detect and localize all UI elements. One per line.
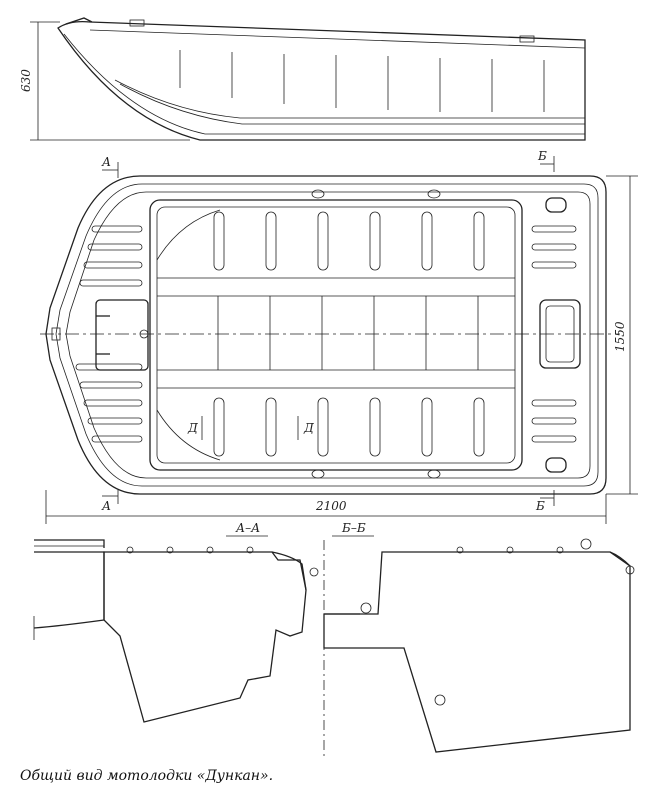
section-bb: Б–Б (323, 521, 635, 760)
section-aa: А–А (33, 521, 319, 723)
height-dimension: 630 (19, 69, 33, 92)
section-marker-a-bottom: А (101, 499, 111, 513)
section-marker-b-top: Б (537, 149, 547, 163)
section-marker-b-bottom: Б (535, 499, 545, 513)
section-marker-d-right: Д (303, 421, 314, 435)
width-dimension: 1550 (613, 321, 627, 352)
length-dimension: 2100 (315, 499, 347, 513)
side-view: 630 (19, 17, 586, 141)
section-title-bb: Б–Б (341, 521, 366, 535)
section-marker-a-top: А (101, 155, 111, 169)
figure-caption: Общий вид мотолодки «Дункан». (20, 768, 274, 784)
section-title-aa: А–А (235, 521, 260, 535)
plan-view: А Б (40, 149, 638, 524)
section-marker-d-left: Д (187, 421, 198, 435)
